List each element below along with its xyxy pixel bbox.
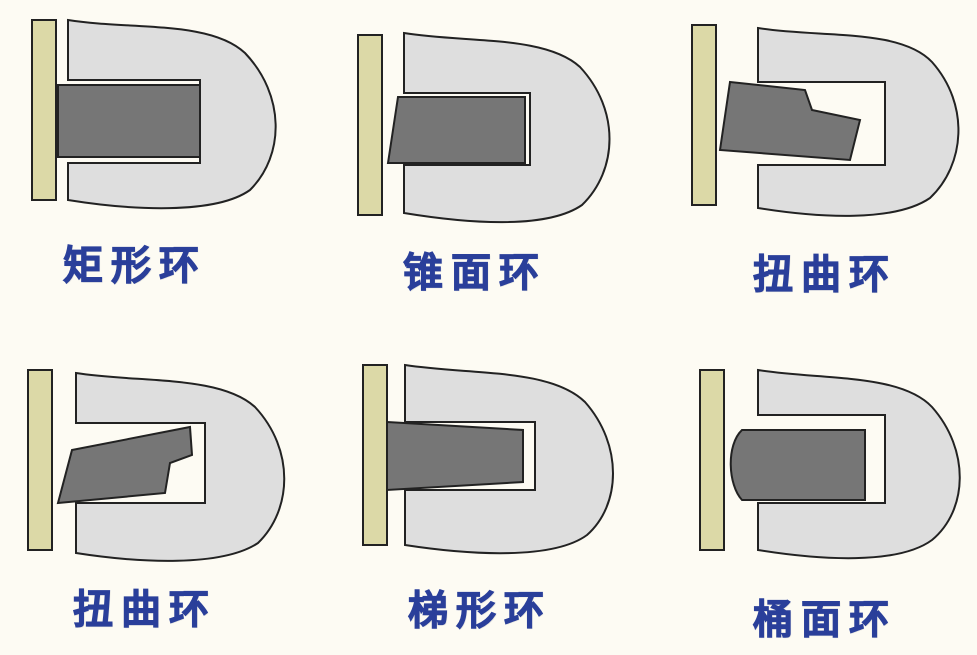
barrel-ring-diagram (699, 368, 961, 560)
cylinder-wall (699, 369, 725, 551)
panel-label: 扭曲环 (73, 587, 217, 634)
twisted-ring-diagram (27, 369, 286, 562)
cylinder-wall (357, 34, 383, 216)
ring-section (56, 425, 194, 505)
panel-label: 锥面环 (403, 250, 547, 297)
piston-body (67, 18, 277, 210)
ring-section (386, 420, 524, 492)
panel-label: 桶面环 (753, 597, 897, 644)
piston-body (403, 31, 611, 224)
piston-body (404, 363, 614, 555)
cylinder-wall (691, 24, 717, 206)
piston-body (757, 368, 961, 560)
cylinder-wall (362, 364, 388, 546)
cylinder-wall (27, 369, 53, 551)
panel-twisted-ring-1: 扭曲环 (680, 10, 977, 310)
ring-section (57, 84, 201, 158)
piston-body (757, 26, 960, 217)
ring-section (386, 96, 526, 164)
ring-section (718, 80, 862, 162)
panel-label: 扭曲环 (753, 252, 897, 299)
panel-twisted-ring-2: 扭曲环 (10, 355, 330, 655)
panel-rectangular-ring: 矩形环 (10, 5, 330, 305)
piston-body (75, 371, 286, 562)
panel-label: 梯形环 (408, 588, 552, 635)
panel-barrel-ring: 桶面环 (680, 355, 977, 655)
cylinder-wall (31, 19, 57, 201)
tapered-ring-diagram (357, 31, 611, 224)
keystone-ring-diagram (362, 363, 614, 555)
panel-keystone-ring: 梯形环 (345, 350, 665, 650)
rectangular-ring-diagram (31, 18, 277, 210)
panel-tapered-ring: 锥面环 (340, 15, 660, 315)
ring-section (729, 429, 866, 501)
panel-label: 矩形环 (63, 243, 207, 290)
twisted-ring-diagram (691, 24, 960, 217)
